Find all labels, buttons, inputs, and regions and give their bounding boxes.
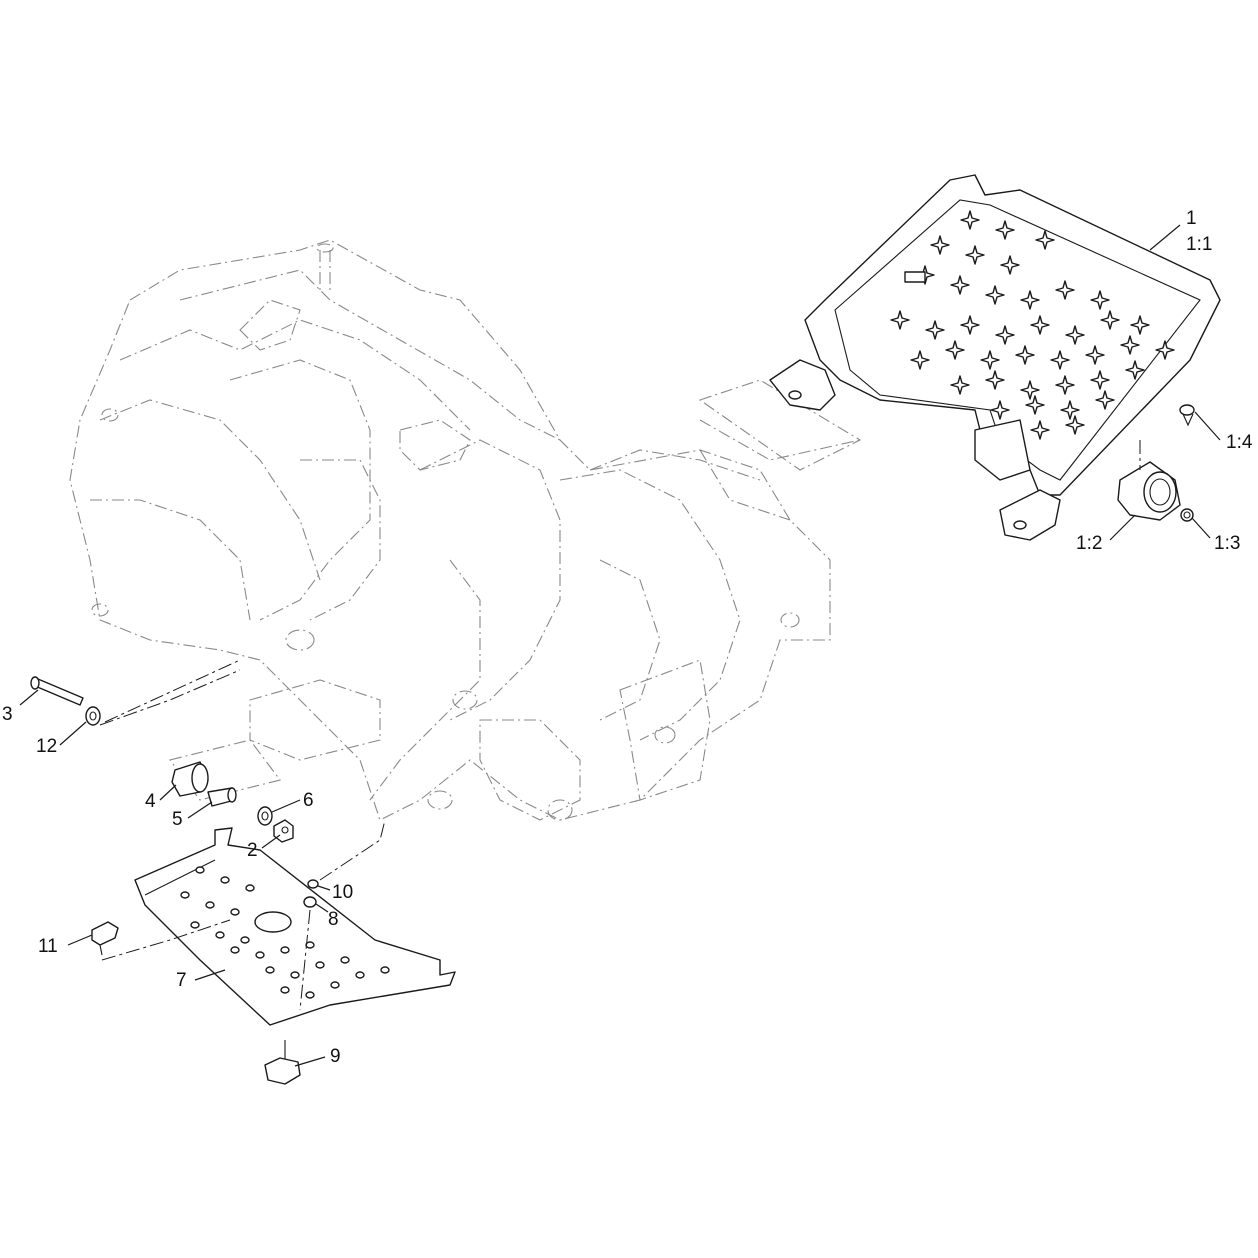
grip-cleat (1095, 390, 1115, 410)
callout-labels: 1 1:1 1:4 1:2 1:3 3 12 4 5 6 2 10 8 11 7… (2, 208, 1253, 1067)
callout-8: 8 (328, 909, 339, 930)
callout-6: 6 (303, 790, 314, 811)
plate-hole (280, 986, 290, 994)
plate-hole (380, 966, 390, 974)
grip-cleat (1030, 420, 1050, 440)
grip-cleat (1155, 340, 1175, 360)
grip-cleat (980, 350, 1000, 370)
nut-part-2 (273, 819, 294, 843)
plate-hole (265, 966, 275, 974)
callout-1-4: 1:4 (1226, 432, 1253, 453)
plate-hole (180, 891, 190, 899)
grip-cleat (995, 325, 1015, 345)
grip-cleat (1035, 230, 1055, 250)
grip-cleat (945, 340, 965, 360)
callout-2: 2 (247, 840, 258, 861)
plate-hole (230, 908, 240, 916)
plate-hole (280, 946, 290, 954)
grip-cleat (985, 285, 1005, 305)
plate-hole (220, 876, 230, 884)
grip-cleat (910, 350, 930, 370)
grip-cleat (1030, 315, 1050, 335)
washer-part-8 (299, 896, 317, 1011)
main-frame-phantom (69, 239, 862, 821)
callout-4: 4 (145, 791, 156, 812)
plate-hole (240, 936, 250, 944)
plate-hole (205, 901, 215, 909)
grip-cleat (1015, 345, 1035, 365)
callout-9: 9 (330, 1046, 341, 1067)
grip-cleat (965, 245, 985, 265)
grip-cleat (960, 210, 980, 230)
plate-hole (330, 981, 340, 989)
plate-hole (305, 991, 315, 999)
plate-hole (315, 961, 325, 969)
plate-hole (355, 971, 365, 979)
cover-plate-part-7 (134, 827, 456, 1026)
washer-part-6 (257, 806, 273, 826)
grip-cleat (995, 220, 1015, 240)
washer-part-12 (85, 669, 241, 726)
grip-cleat (1125, 360, 1145, 380)
plate-hole (230, 946, 240, 954)
plate-holes (180, 866, 390, 999)
clip-part-11 (91, 919, 231, 961)
grip-cleat (1100, 310, 1120, 330)
callout-3: 3 (2, 704, 13, 725)
plate-hole (195, 866, 205, 874)
plate-hole (245, 884, 255, 892)
grip-cleat (950, 275, 970, 295)
grip-cleat (1055, 280, 1075, 300)
rivet-part-1-4 (1179, 404, 1195, 427)
grip-cleat (985, 370, 1005, 390)
grip-cleat (1020, 290, 1040, 310)
pin-part-3 (30, 676, 84, 706)
grip-cleat (960, 315, 980, 335)
grip-cleat (1120, 335, 1140, 355)
platform-slot (904, 271, 926, 283)
leader-lines (19, 224, 1221, 1067)
plate-hole (255, 951, 265, 959)
grip-cleat (1085, 345, 1105, 365)
grip-cleat (890, 310, 910, 330)
grip-cleat (1060, 400, 1080, 420)
bushing-part-1-2 (1117, 440, 1181, 521)
callout-1-1: 1:1 (1186, 234, 1212, 255)
plate-hole (215, 931, 225, 939)
grip-cleat (1130, 315, 1150, 335)
grip-cleat (1065, 415, 1085, 435)
callout-10: 10 (332, 882, 353, 903)
grip-cleat (1055, 375, 1075, 395)
grip-cleat (1000, 255, 1020, 275)
spacer-part-5 (207, 787, 237, 807)
grip-cleat (1025, 395, 1045, 415)
nut-part-1-3 (1180, 508, 1194, 522)
grip-cleat (950, 375, 970, 395)
grip-cleat (930, 235, 950, 255)
platform-grip-pattern (890, 210, 1175, 440)
grip-cleat (1065, 325, 1085, 345)
callout-1-2: 1:2 (1076, 533, 1102, 554)
grip-cleat (1050, 350, 1070, 370)
callout-1: 1 (1186, 208, 1197, 229)
plate-hole (290, 971, 300, 979)
grip-cleat (1090, 370, 1110, 390)
grip-cleat (990, 400, 1010, 420)
grip-cleat (1020, 380, 1040, 400)
plate-hole (340, 956, 350, 964)
plate-hole (190, 921, 200, 929)
callout-1-3: 1:3 (1214, 533, 1240, 554)
grip-cleat (1090, 290, 1110, 310)
callout-12: 12 (36, 736, 57, 757)
callout-7: 7 (176, 970, 187, 991)
bushing-part-4 (171, 761, 209, 797)
callout-5: 5 (172, 809, 183, 830)
assembly-lines (104, 659, 386, 881)
grip-cleat (925, 320, 945, 340)
knob-part-9 (264, 1040, 301, 1085)
washer-part-10 (307, 879, 319, 889)
callout-11: 11 (38, 936, 58, 957)
